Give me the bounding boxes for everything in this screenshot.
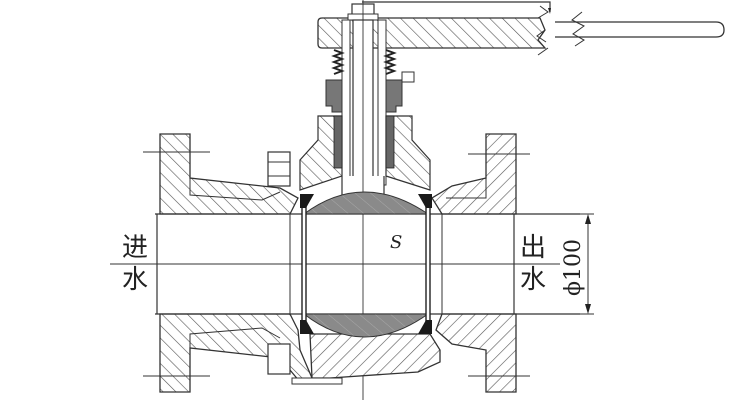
seat-seal: [418, 194, 432, 208]
arrow-up-icon: [585, 214, 591, 224]
outlet-char-2: 水: [520, 265, 546, 295]
diameter-label: ϕ100: [561, 239, 586, 296]
outlet-char-1: 出: [520, 233, 546, 263]
handle-lever: [317, 1, 725, 56]
flow-bore: [110, 213, 580, 315]
seat-seal: [300, 320, 314, 334]
seat-seal: [300, 194, 314, 208]
inlet-char-1: 进: [122, 233, 148, 263]
arrow-down-icon: [585, 304, 591, 314]
valve-body-upper: [143, 133, 530, 215]
outlet-label: 出 水: [520, 233, 546, 295]
valve-stem-assembly: [299, 0, 431, 400]
valve-body-lower: [143, 313, 530, 393]
inlet-char-2: 水: [122, 265, 148, 295]
seat-seal: [418, 320, 432, 334]
inlet-label: 进 水: [122, 233, 148, 295]
diameter-dimension: ϕ100: [514, 213, 594, 315]
ball: S: [300, 191, 432, 338]
ball-symbol-label: S: [390, 232, 402, 253]
